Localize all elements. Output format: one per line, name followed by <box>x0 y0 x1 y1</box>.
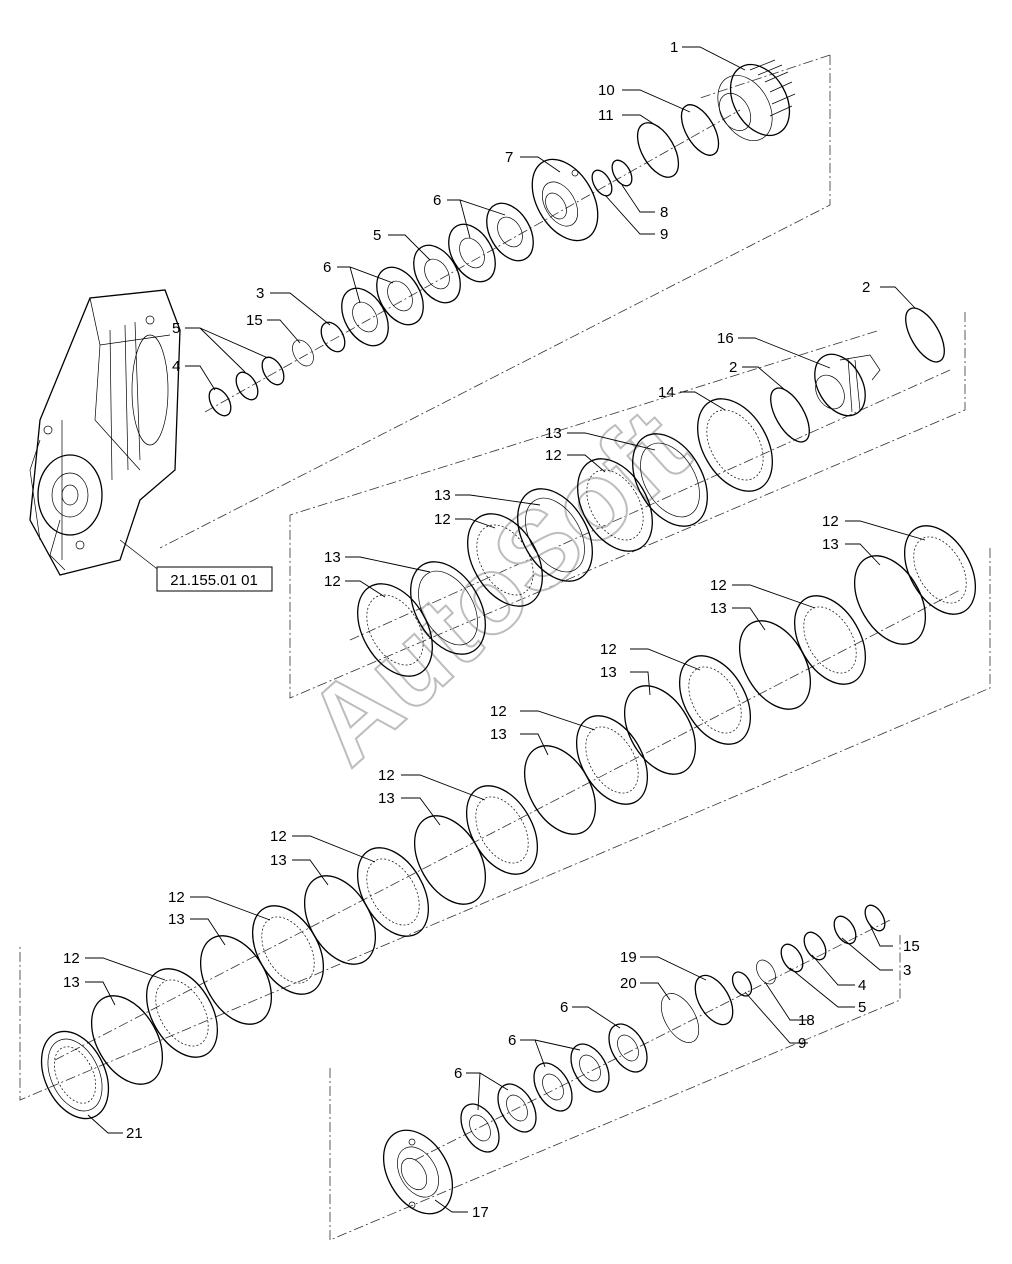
callout-6-a: 6 <box>433 192 441 209</box>
part-6-discs-lower <box>460 1023 648 1153</box>
part-17-piston <box>382 1129 454 1215</box>
callout-6-d: 6 <box>508 1032 516 1049</box>
callout-19: 19 <box>620 949 637 966</box>
part-14-plate <box>697 398 773 492</box>
callout-15-lower: 15 <box>903 938 920 955</box>
callout-12-e: 12 <box>710 577 727 594</box>
callout-12-c: 12 <box>324 573 341 590</box>
part-2-ring-top <box>905 307 945 363</box>
part-2-ring-lower <box>770 387 810 443</box>
callout-21: 21 <box>126 1125 143 1142</box>
part-8-ring <box>611 159 633 187</box>
callout-6-c: 6 <box>560 999 568 1016</box>
callout-12-j: 12 <box>168 889 185 906</box>
callout-5-c: 5 <box>858 999 866 1016</box>
callout-13-b: 13 <box>434 487 451 504</box>
callout-5-b: 5 <box>172 320 180 337</box>
callout-13-i: 13 <box>270 852 287 869</box>
callout-13-a: 13 <box>545 425 562 442</box>
part-9-ring <box>591 169 613 197</box>
callout-13-f: 13 <box>600 664 617 681</box>
clutch-discs-middle <box>357 433 708 677</box>
callout-5-a: 5 <box>373 227 381 244</box>
callout-12-a: 12 <box>545 447 562 464</box>
callout-13-g: 13 <box>490 726 507 743</box>
callout-12-h: 12 <box>378 767 395 784</box>
callout-2-top: 2 <box>862 279 870 296</box>
small-rings-upper <box>208 321 346 417</box>
callout-15-upper: 15 <box>246 312 263 329</box>
callout-7: 7 <box>505 149 513 166</box>
callout-11: 11 <box>598 107 614 124</box>
group-outlines <box>19 54 991 1241</box>
reference-box-label: 21.155.01 01 <box>170 572 258 589</box>
part-10-ring <box>680 104 720 156</box>
callout-labels: 1 10 11 7 8 9 6 5 6 3 15 5 4 2 16 2 14 1… <box>63 39 920 1221</box>
callout-8: 8 <box>660 204 668 221</box>
callout-4-lower: 4 <box>858 977 866 994</box>
callout-13-k: 13 <box>63 974 80 991</box>
callout-6-b: 6 <box>323 259 331 276</box>
part-1-gear-hub <box>717 59 796 141</box>
callout-13-h: 13 <box>378 790 395 807</box>
callout-16: 16 <box>717 330 734 347</box>
callout-13-d: 13 <box>822 536 839 553</box>
part-6-discs-upper <box>341 202 534 347</box>
callout-17: 17 <box>472 1204 489 1221</box>
callout-12-f: 12 <box>600 641 617 658</box>
callout-4-upper: 4 <box>172 358 180 375</box>
reference-box[interactable]: 21.155.01 01 <box>156 566 273 592</box>
callout-6-e: 6 <box>454 1065 462 1082</box>
callout-14: 14 <box>658 384 675 401</box>
callout-1: 1 <box>670 39 678 56</box>
leader-lines <box>85 46 926 1213</box>
callout-3-lower: 3 <box>903 962 911 979</box>
part-21-end-plate <box>40 1030 110 1120</box>
part-11-ring <box>636 122 680 178</box>
part-16-hub <box>814 353 881 417</box>
callout-12-g: 12 <box>490 703 507 720</box>
callout-13-e: 13 <box>710 600 727 617</box>
clutch-discs-lower <box>90 525 977 1085</box>
callout-13-j: 13 <box>168 911 185 928</box>
callout-13-c: 13 <box>324 549 341 566</box>
callout-12-b: 12 <box>434 511 451 528</box>
callout-20: 20 <box>620 975 637 992</box>
bottom-small-rings <box>660 904 886 1043</box>
callout-9-upper: 9 <box>660 226 668 243</box>
callout-12-d: 12 <box>822 513 839 530</box>
callout-3-upper: 3 <box>256 285 264 302</box>
part-7-piston <box>531 158 599 242</box>
callout-12-k: 12 <box>63 950 80 967</box>
callout-2-lower: 2 <box>729 359 737 376</box>
callout-9-lower: 9 <box>798 1035 806 1052</box>
callout-12-i: 12 <box>270 828 287 845</box>
callout-18: 18 <box>798 1012 815 1029</box>
transmission-housing-illustration <box>29 289 181 576</box>
callout-10: 10 <box>598 82 615 99</box>
